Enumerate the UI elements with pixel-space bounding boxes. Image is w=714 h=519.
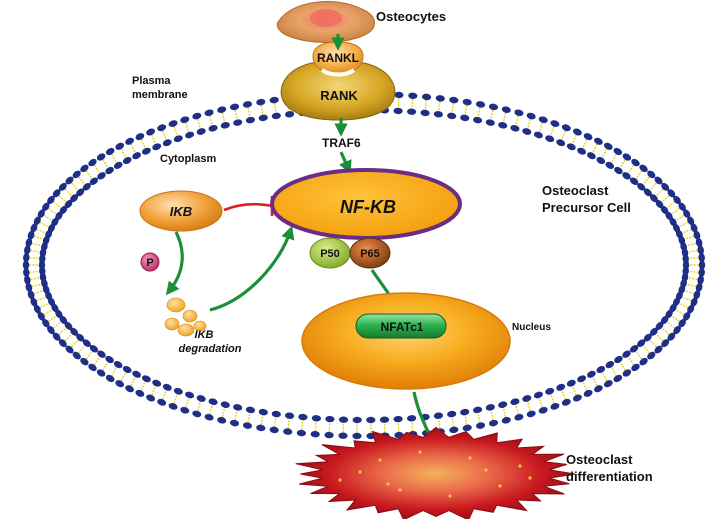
osteoclast-cell bbox=[295, 426, 575, 519]
osteoclast-precursor-label-line1: Osteoclast bbox=[542, 183, 609, 198]
nfatc1-factor bbox=[355, 313, 447, 339]
p65-subunit bbox=[349, 237, 391, 269]
arrow-traf6-to-nfkb bbox=[339, 151, 352, 175]
nucleus bbox=[301, 292, 511, 390]
inhibition-ikb-nfkb bbox=[223, 196, 274, 216]
osteoclast-precursor-label-line2: Precursor Cell bbox=[542, 200, 631, 215]
nucleus-label: Nucleus bbox=[512, 322, 551, 333]
rankl-label: RANKL bbox=[317, 51, 359, 65]
rankl-ligand bbox=[312, 41, 364, 77]
ikb-label: IKB bbox=[170, 204, 192, 219]
plasma-membrane-bilayer bbox=[22, 90, 706, 440]
ikb-degradation-fragments bbox=[164, 297, 207, 337]
plasma-membrane-label-line2: membrane bbox=[132, 89, 188, 101]
differentiation-label-line1: Osteoclast bbox=[566, 452, 633, 467]
arrow-degradation-to-nfkb bbox=[209, 225, 295, 312]
traf6-label: TRAF6 bbox=[322, 136, 361, 150]
rank-label: RANK bbox=[320, 88, 358, 103]
p50-label: P50 bbox=[320, 248, 340, 260]
p65-label: P65 bbox=[360, 248, 380, 260]
osteocytes-label: Osteocytes bbox=[376, 9, 446, 24]
rank-receptor bbox=[280, 62, 396, 121]
ikb-degradation-label-line1: IKB bbox=[195, 329, 214, 341]
ikb-protein bbox=[139, 190, 223, 232]
arrow-ikb-to-degradation bbox=[165, 231, 184, 296]
plasma-membrane-label-line1: Plasma bbox=[132, 75, 171, 87]
osteocyte-cell bbox=[276, 1, 375, 43]
cytoplasm-label: Cytoplasm bbox=[160, 153, 216, 165]
differentiation-label-line2: differentiation bbox=[566, 469, 653, 484]
membrane-lipid-heads bbox=[22, 90, 706, 440]
nfkb-label: NF-KB bbox=[340, 197, 396, 217]
ikb-degradation-label-line2: degradation bbox=[179, 343, 242, 355]
nfatc1-label: NFATc1 bbox=[381, 320, 424, 334]
phosphate-label: P bbox=[146, 257, 153, 269]
phosphate-group bbox=[140, 252, 160, 272]
